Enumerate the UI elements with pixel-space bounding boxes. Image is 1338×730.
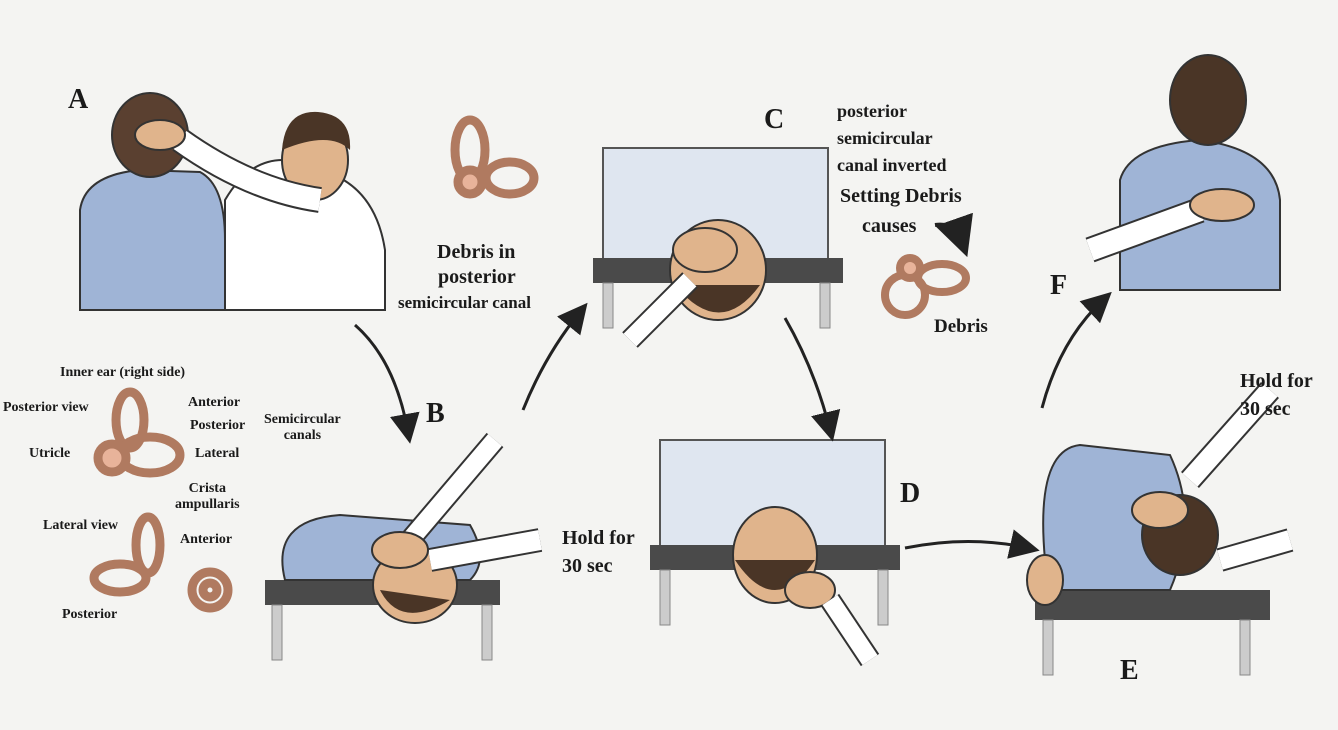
label-lv-anterior: Anterior (180, 532, 233, 547)
step-label-d: D (900, 478, 921, 509)
inner-ear-lateral-view (89, 512, 233, 613)
inverted-note: posterior semicircular canal inverted (837, 98, 947, 179)
step-label-f: F (1050, 270, 1068, 301)
label-lateral-view: Lateral view (43, 518, 119, 533)
panel-a-figure (79, 92, 386, 311)
inner-ear-icon (450, 115, 539, 199)
label-semicircular-line2: canals (283, 428, 322, 444)
label-utricle: Utricle (29, 446, 71, 461)
panel-e-figure (1026, 382, 1294, 676)
step-label-a: A (68, 84, 89, 115)
hold-d-line1: Hold for (562, 527, 635, 549)
inner-ear-title: Inner ear (right side) (60, 365, 186, 380)
label-anterior: Anterior (188, 395, 241, 410)
step-label-e: E (1120, 655, 1139, 686)
hold-e-line1: Hold for (1240, 370, 1313, 392)
setting-note-line2: causes (862, 215, 917, 237)
label-crista-line2: ampullaris (175, 497, 240, 513)
inner-ear-posterior-view (93, 387, 185, 478)
step-label-c: C (764, 104, 785, 135)
label-crista-ampullaris: Crista ampullaris (175, 481, 240, 513)
setting-note-line1: Setting Debris (840, 185, 962, 207)
debris-note-line2: posterior (438, 266, 516, 288)
label-semicircular-line1: Semicircular (264, 412, 341, 427)
step-label-b: B (426, 398, 445, 429)
debris-note-line3: semicircular canal (398, 293, 531, 312)
panel-f-figure (1085, 54, 1281, 291)
label-semicircular-canals: Semicircular canals (264, 412, 341, 444)
inverted-note-line1: posterior (837, 101, 907, 121)
panel-c-figure (593, 147, 843, 348)
label-lateral: Lateral (195, 446, 240, 461)
debris-label: Debris (934, 316, 988, 337)
label-lv-posterior: Posterior (62, 607, 118, 622)
hold-d-line2: 30 sec (562, 555, 613, 577)
inverted-note-line3: canal inverted (837, 155, 947, 175)
label-posterior-view: Posterior view (3, 400, 89, 415)
label-posterior: Posterior (190, 418, 246, 433)
panel-d-figure (650, 439, 900, 667)
label-crista-line1: Crista (188, 481, 226, 496)
panel-b-figure (265, 432, 543, 661)
sequence-arrows (354, 212, 1112, 559)
inverted-ear-icon (881, 254, 970, 319)
debris-note-line1: Debris in (437, 241, 516, 263)
hold-e-line2: 30 sec (1240, 398, 1291, 420)
inverted-note-line2: semicircular (837, 128, 933, 148)
